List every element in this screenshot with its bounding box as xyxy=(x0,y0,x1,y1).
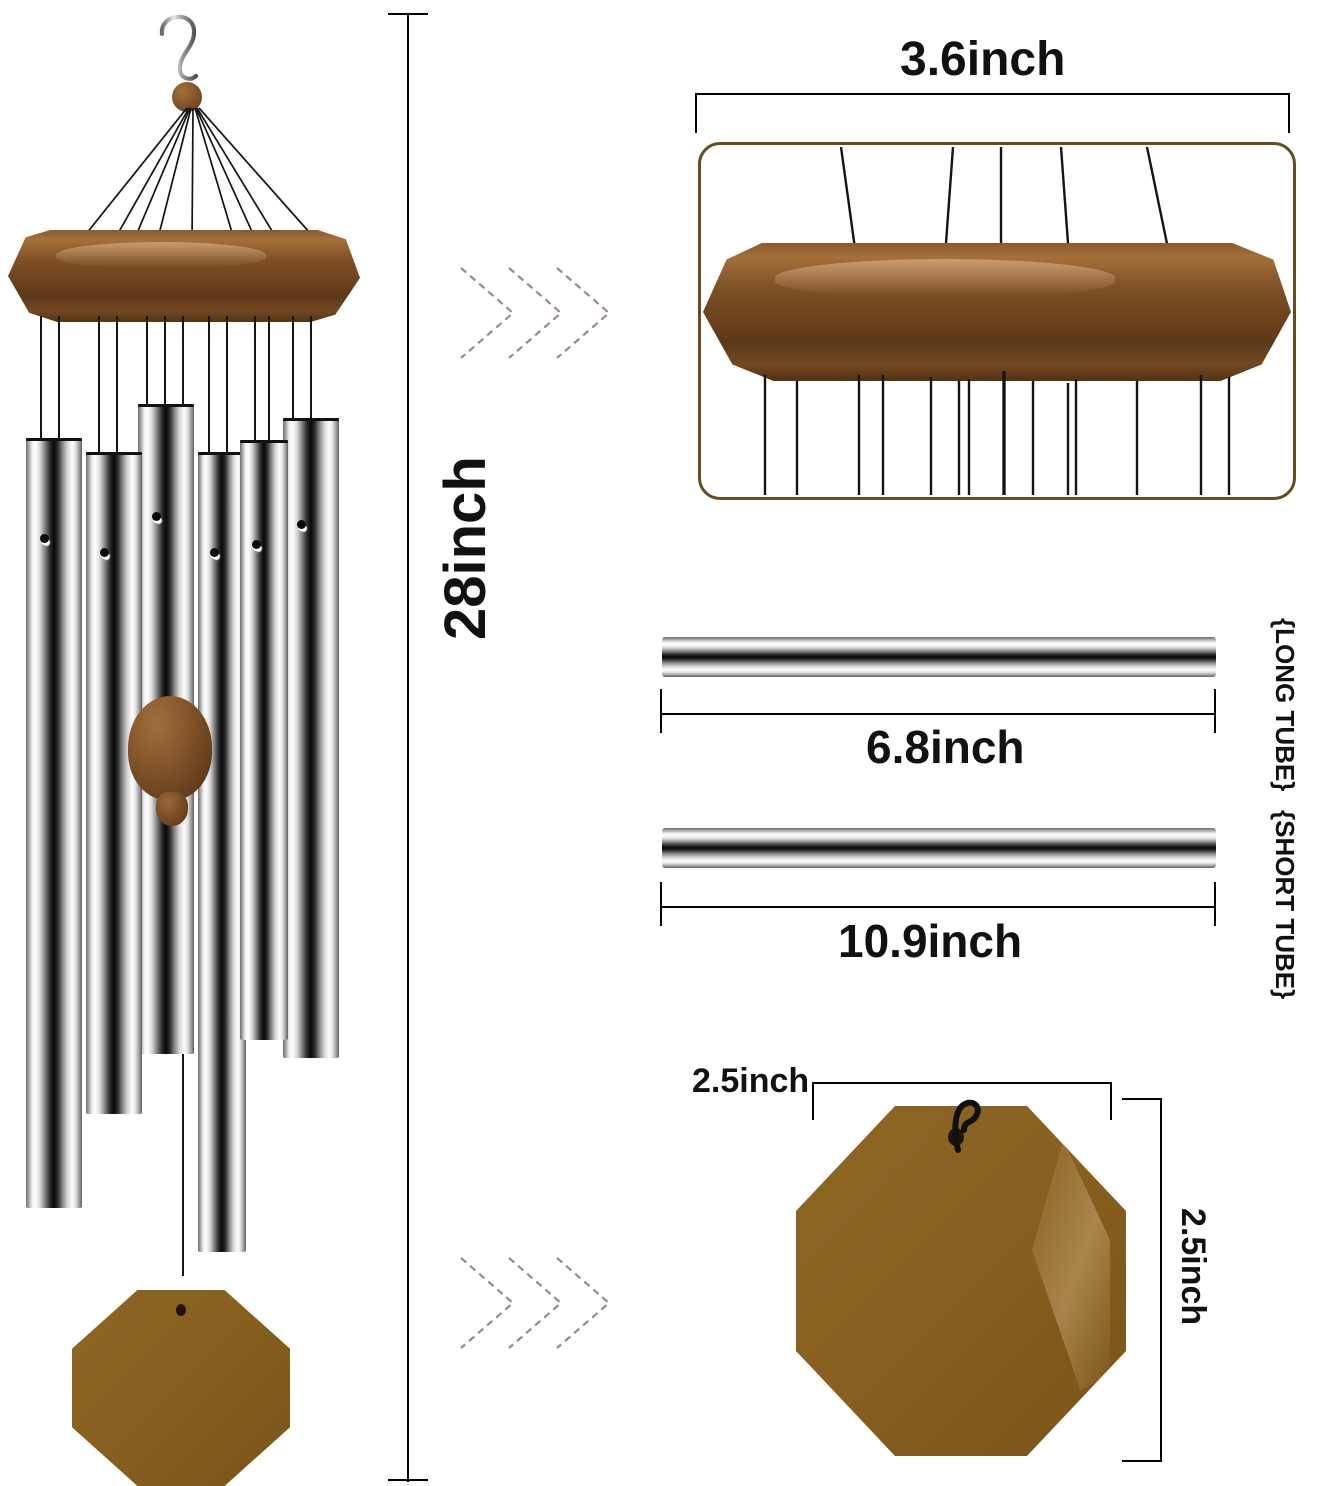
s-hook-icon xyxy=(159,14,199,81)
sail-cord-knot xyxy=(952,1099,981,1153)
top-wooden-disc xyxy=(8,230,360,322)
chime-tube xyxy=(198,452,246,1252)
long-tube-label: {LONG TUBE} xyxy=(1270,618,1300,792)
disc-highlight xyxy=(56,242,266,268)
short-tube-illustration xyxy=(662,828,1216,868)
overall-height-label: 28inch xyxy=(433,456,498,640)
detail-lower-cords xyxy=(763,371,1231,495)
long-tube-illustration xyxy=(662,637,1216,677)
sail-width-label: 2.5inch xyxy=(692,1062,810,1100)
hanger-bead xyxy=(172,82,202,112)
short-tube-length-label: 10.9inch xyxy=(838,915,1023,967)
top-disc-detail-frame xyxy=(698,142,1296,500)
chime-tube xyxy=(26,438,82,1208)
chime-tube xyxy=(283,418,339,1058)
chime-tube xyxy=(86,452,142,1114)
sail-hole xyxy=(176,1304,186,1316)
detail-wooden-disc xyxy=(703,243,1291,381)
detail-disc-highlight xyxy=(775,259,1115,297)
top-disc-width-label: 3.6inch xyxy=(900,33,1066,86)
wind-sail-octagon xyxy=(72,1290,290,1486)
sail-height-label: 2.5inch xyxy=(1174,1208,1212,1326)
chevron-arrows-top xyxy=(455,258,615,368)
chime-tube xyxy=(240,440,288,1040)
striker-clapper xyxy=(128,696,216,846)
assembled-wind-chime-illustration xyxy=(0,0,400,1486)
suspension-cords xyxy=(77,107,319,247)
short-tube-label: {SHORT TUBE} xyxy=(1270,810,1300,1000)
long-tube-length-label: 6.8inch xyxy=(866,721,1025,773)
chevron-arrows-bottom xyxy=(455,1248,615,1358)
wind-sail-octagon-detail xyxy=(796,1099,1126,1456)
